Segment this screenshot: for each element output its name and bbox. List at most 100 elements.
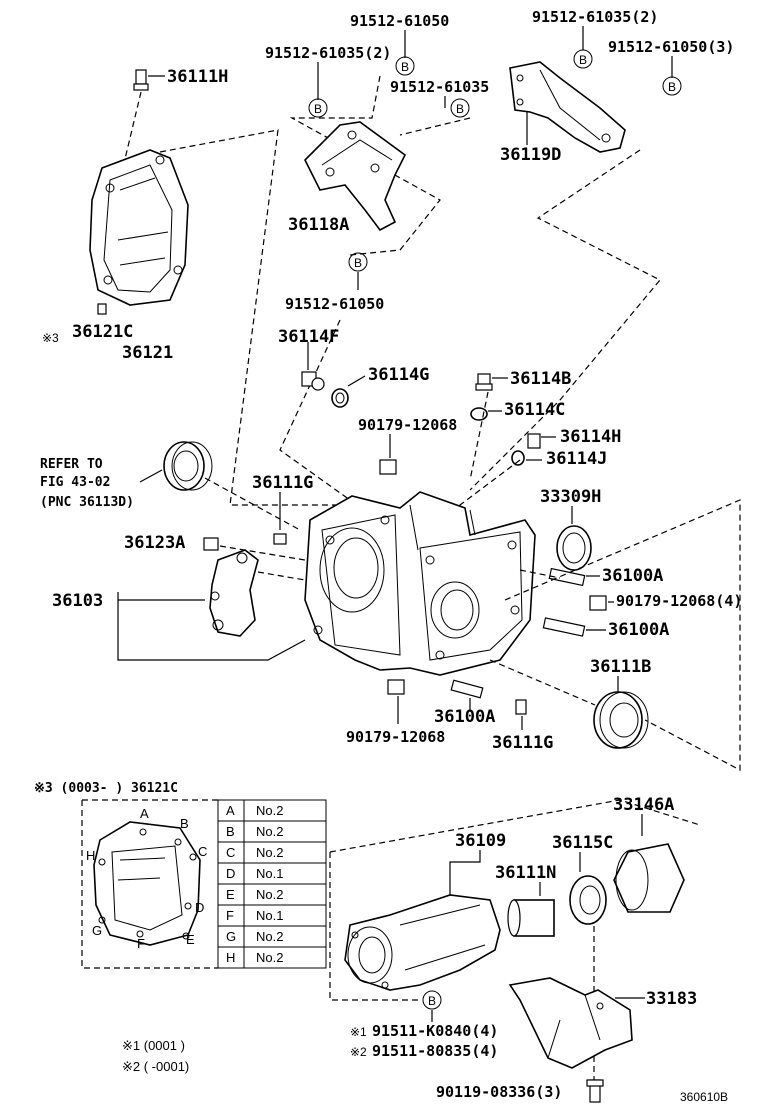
table-cell-size: No.2 (256, 950, 283, 965)
label-91511-K0840: 91511-K0840(4) (372, 1022, 498, 1040)
gasket-36114J[interactable] (511, 450, 525, 466)
label-36114C: 36114C (504, 400, 565, 420)
inset-cover-drawing (93, 821, 201, 946)
label-36111G-top: 36111G (252, 473, 313, 493)
label-36114B: 36114B (510, 369, 571, 389)
table-cell-size: No.2 (256, 929, 283, 944)
b-marker-circle (395, 56, 415, 76)
dust-cover-33146A[interactable] (613, 843, 685, 913)
b-marker-text: B (668, 80, 676, 94)
bracket-33183[interactable] (508, 977, 633, 1069)
bracket-36118A[interactable] (304, 121, 407, 232)
label-36114H: 36114H (560, 427, 621, 447)
bushing-36111N[interactable] (507, 899, 555, 937)
table-cell-position: E (226, 887, 235, 902)
b-marker-circle (573, 49, 593, 69)
note-mark-2: ※2 (350, 1045, 367, 1059)
plate-36103[interactable] (209, 549, 259, 637)
table-cell-position: G (226, 929, 236, 944)
svg-text:B: B (428, 994, 436, 1008)
b-marker-text: B (314, 102, 322, 116)
label-36100A-1: 36100A (602, 566, 663, 586)
inset-point-label: H (86, 848, 95, 863)
table-cell-size: No.1 (256, 866, 283, 881)
label-36119D: 36119D (500, 145, 561, 165)
label-90119-08336: 90119-08336(3) (436, 1083, 562, 1101)
plug-36114H[interactable] (527, 433, 541, 449)
stud-36100A-3[interactable] (450, 679, 484, 699)
drawing-code: 360610B (680, 1090, 728, 1104)
table-row (217, 946, 327, 969)
bolt-36121C[interactable] (97, 303, 107, 315)
inset-bolt-hole (182, 932, 190, 940)
inset-bolt-hole (184, 902, 192, 910)
label-36121: 36121 (122, 343, 173, 363)
inset-point-label: A (140, 806, 149, 821)
label-91512-61050-top: 91512-61050 (350, 12, 449, 30)
table-cell-position: C (226, 845, 235, 860)
inset-bolt-hole (136, 930, 144, 938)
stud-36100A-1[interactable] (548, 567, 586, 587)
footnote-1: ※1 (0001 ) (122, 1038, 185, 1053)
pin-36111G[interactable] (273, 533, 287, 545)
b-marker-text: B (354, 256, 362, 270)
label-91511-80835: 91511-80835(4) (372, 1042, 498, 1060)
table-cell-position: A (226, 803, 235, 818)
b-marker-text: B (401, 60, 409, 74)
label-36111N: 36111N (495, 863, 556, 883)
bolt-36111H[interactable] (133, 69, 149, 91)
table-cell-position: B (226, 824, 235, 839)
bolt-90119-08336[interactable] (586, 1079, 604, 1103)
b-marker-circle (308, 98, 328, 118)
footnote-2: ※2 ( -0001) (122, 1059, 189, 1074)
plug-36114F[interactable] (301, 371, 325, 391)
refer-line-1: REFER TO (40, 457, 103, 472)
table-cell-size: No.2 (256, 824, 283, 839)
gasket-33309H[interactable] (556, 525, 592, 571)
table-cell-size: No.2 (256, 803, 283, 818)
transfer-case-housing[interactable] (304, 491, 536, 676)
label-36100A-3: 36100A (434, 707, 495, 727)
oil-seal-36113D[interactable] (163, 441, 213, 491)
label-91512-61035-mid: 91512-61035 (390, 78, 489, 96)
nut-90179-12068[interactable] (379, 459, 397, 475)
stud-36100A-2[interactable] (542, 617, 586, 637)
inset-bolt-hole (98, 858, 106, 866)
pin-36111G-bottom[interactable] (515, 699, 527, 715)
b-marker-text: B (579, 53, 587, 67)
nut-90179-12068-4[interactable] (589, 595, 607, 611)
label-36115C: 36115C (552, 833, 613, 853)
gasket-36114C[interactable] (470, 407, 488, 421)
nut-90179-12068-b[interactable] (387, 679, 405, 695)
label-91512-61035-2-right: 91512-61035(2) (532, 8, 658, 26)
table-cell-position: F (226, 908, 234, 923)
b-marker-circle (348, 252, 368, 272)
plug-36114B[interactable] (475, 373, 493, 391)
bracket-36119D[interactable] (509, 61, 626, 153)
gasket-36114G[interactable] (331, 388, 349, 408)
inset-bolt-hole (174, 838, 182, 846)
table-cell-position: D (226, 866, 235, 881)
table-cell-position: H (226, 950, 235, 965)
label-36114G: 36114G (368, 365, 429, 385)
inset-bolt-hole (98, 916, 106, 924)
label-33146A: 33146A (613, 795, 674, 815)
note-mark-3: ※3 (42, 331, 59, 345)
bolt-36123A[interactable] (203, 537, 219, 551)
table-cell-size: No.1 (256, 908, 283, 923)
label-36114J: 36114J (546, 449, 607, 469)
inset-bolt-hole (189, 853, 197, 861)
extension-housing-36109[interactable] (344, 894, 501, 991)
oil-seal-36115C[interactable] (569, 875, 607, 925)
label-36111B: 36111B (590, 657, 651, 677)
inset-bolt-hole (139, 828, 147, 836)
oil-seal-36111B[interactable] (593, 691, 649, 749)
inset-point-label: B (180, 816, 189, 831)
label-33309H: 33309H (540, 487, 601, 507)
b-marker-text: B (456, 102, 464, 116)
inset-point-label: E (186, 932, 195, 947)
label-90179-12068-a: 90179-12068 (358, 416, 457, 434)
label-36100A-2: 36100A (608, 620, 669, 640)
transfer-cover-36121[interactable] (89, 149, 189, 306)
label-90179-12068-4: 90179-12068(4) (616, 592, 742, 610)
